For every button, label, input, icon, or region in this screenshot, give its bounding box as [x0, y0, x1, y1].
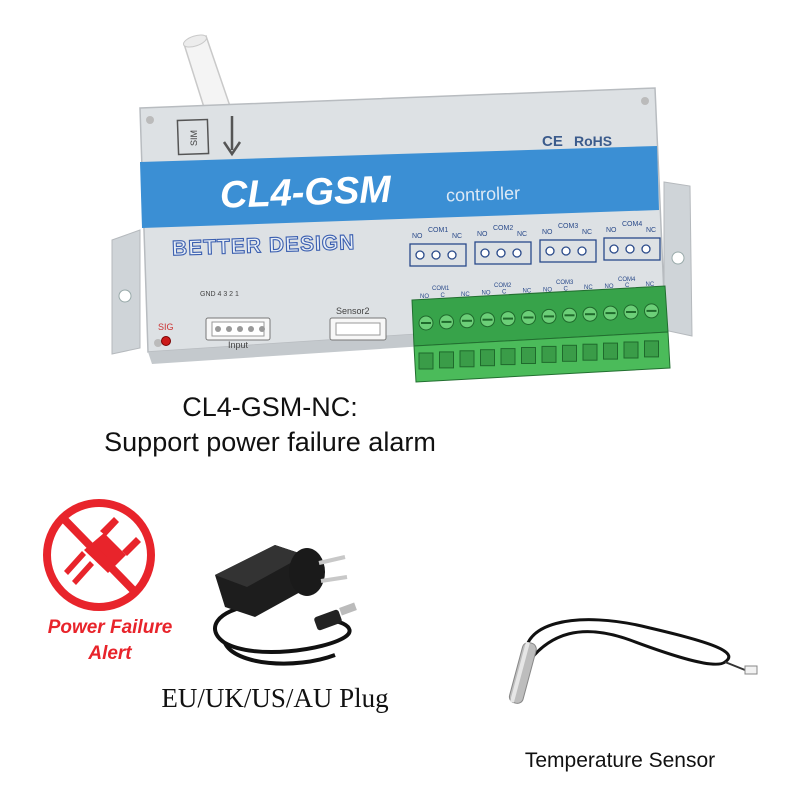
nc-label: NC: [517, 231, 527, 238]
sim-label: SIM: [189, 130, 199, 146]
terminal-labels: NO C NC NO C NC NO C NC NO C NC COM1 COM2 COM3 COM4: [420, 277, 655, 300]
terminal-screw: [541, 308, 557, 363]
terminal-com-label: COM3: [556, 280, 574, 286]
nc-label: NC: [582, 229, 592, 236]
no-label: NO: [477, 231, 488, 238]
alert-line2: Alert: [88, 643, 132, 664]
terminal-screw: [623, 304, 639, 359]
plug-label: EU/UK/US/AU Plug: [161, 683, 389, 713]
terminal-contact-label: NO: [482, 291, 491, 297]
no-label: NO: [606, 227, 617, 234]
power-adapter-image: [213, 545, 357, 666]
com-label: COM4: [622, 221, 642, 228]
terminal-contact-label: NC: [523, 289, 532, 295]
gsm-controller-device: SIM CE RoHS CL4-GSM controller BETTER DE…: [111, 34, 693, 383]
rohs-mark: RoHS: [574, 133, 612, 149]
controller-word: controller: [446, 183, 521, 206]
sensor2-port: Sensor2: [329, 306, 387, 341]
terminal-screw: [459, 313, 475, 368]
com-label: COM2: [493, 225, 513, 232]
terminal-screw: [582, 306, 598, 361]
sig-led: [161, 336, 171, 346]
terminal-contact-label: NC: [646, 282, 655, 288]
terminal-contact-label: C: [441, 293, 446, 299]
model-variant-caption: CL4-GSM-NC:: [182, 392, 358, 422]
terminal-screw: [603, 305, 618, 360]
alert-line1: Power Failure: [47, 617, 173, 638]
terminal-screw: [500, 311, 516, 366]
terminal-contact-label: NO: [543, 287, 552, 293]
terminal-contact-label: NC: [461, 292, 470, 298]
terminal-contact-label: C: [502, 290, 507, 296]
nc-label: NC: [646, 227, 656, 234]
terminal-screw: [644, 303, 659, 358]
model-name: CL4-GSM: [219, 169, 393, 217]
terminal-screw: [418, 315, 434, 370]
sensor2-label: Sensor2: [336, 306, 370, 316]
sig-label: SIG: [158, 322, 174, 332]
nc-label: NC: [452, 233, 462, 240]
no-label: NO: [412, 233, 423, 240]
terminal-contact-label: C: [564, 286, 569, 292]
com-label: COM1: [428, 227, 448, 234]
input-connector: GND 4 3 2 1 Input: [200, 291, 271, 350]
terminal-contact-label: NC: [584, 285, 593, 291]
sensor-label: Temperature Sensor: [524, 749, 716, 772]
input-pins: GND 4 3 2 1: [200, 291, 239, 298]
terminal-contact-label: NO: [605, 284, 614, 290]
terminal-contact-label: NO: [420, 294, 429, 300]
terminal-com-label: COM4: [618, 277, 636, 283]
terminal-contact-label: C: [625, 283, 630, 289]
input-label: Input: [228, 340, 249, 350]
com-label: COM3: [558, 223, 578, 230]
terminal-com-label: COM1: [432, 286, 450, 292]
terminal-screw: [439, 314, 454, 369]
no-label: NO: [542, 229, 553, 236]
temperature-sensor-image: [508, 618, 758, 704]
unplugged-prohibited-icon: [43, 499, 155, 611]
terminal-screw: [480, 312, 495, 367]
terminal-screw: [562, 307, 577, 362]
terminal-block: [411, 285, 671, 383]
ce-mark: CE: [542, 133, 563, 150]
terminal-screw: [521, 310, 536, 364]
terminal-com-label: COM2: [494, 283, 512, 289]
feature-caption: Support power failure alarm: [104, 427, 436, 457]
